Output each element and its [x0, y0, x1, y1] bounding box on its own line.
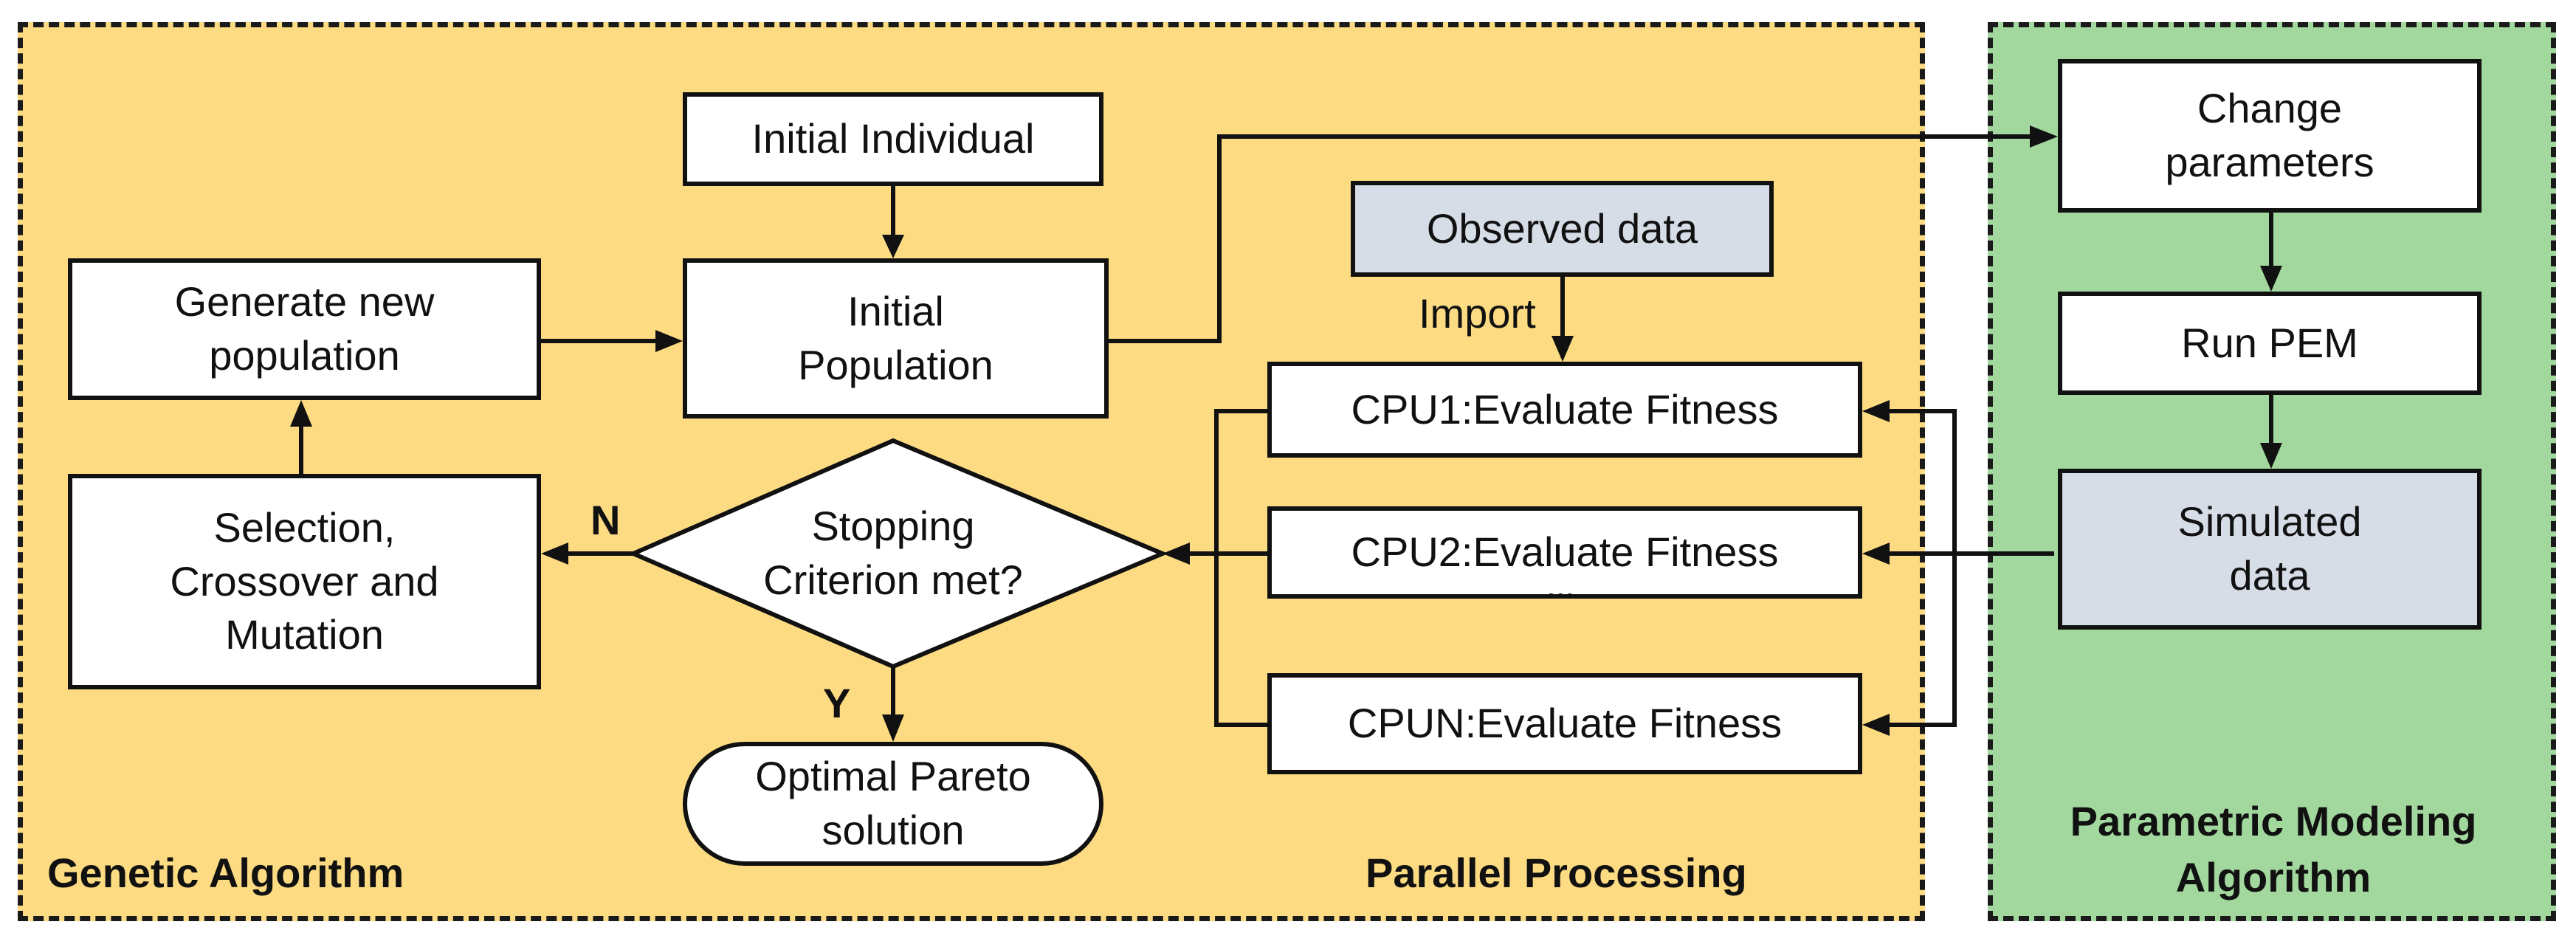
stopping-criterion-diamond [627, 438, 1168, 669]
arrowhead-cpun [1862, 714, 1890, 736]
arrowhead-simulated [2260, 443, 2282, 469]
arrowhead-generate-population [655, 330, 683, 352]
arrowhead-optimal [882, 714, 904, 742]
cpu1-evaluate-fitness-box: CPU1:Evaluate Fitness [1267, 362, 1862, 458]
run-pem-box: Run PEM [2058, 292, 2482, 395]
arrowhead-cpu1 [1862, 400, 1890, 422]
arrowhead-run-pem [2260, 266, 2282, 292]
cpu-ellipsis: ... [1546, 566, 1575, 605]
stopping-criterion-label: Stopping Criterion met? [763, 503, 1023, 603]
parametric-modeling-title: Parametric Modeling Algorithm [2070, 798, 2477, 900]
arrowhead-cpu2 [1862, 543, 1890, 565]
arrowhead-cpu1-import [1552, 336, 1574, 362]
arrowhead-population [882, 235, 904, 258]
yes-branch-label: Y [823, 680, 851, 726]
optimal-pareto-terminal: Optimal Pareto solution [683, 742, 1103, 866]
arrowhead-generate [290, 400, 312, 427]
edge-cpu1-to-collector [1214, 409, 1267, 727]
generate-new-population-box: Generate new population [68, 258, 541, 400]
import-edge-label: Import [1419, 290, 1536, 337]
observed-data-box: Observed data [1351, 181, 1774, 277]
selection-crossover-mutation-box: Selection, Crossover and Mutation [68, 474, 541, 689]
edge-population-to-change-parameters [1109, 134, 2030, 343]
parallel-processing-title: Parallel Processing [1366, 850, 1747, 896]
genetic-algorithm-title: Genetic Algorithm [47, 850, 404, 896]
edge-simulated-to-cpu1 [1890, 409, 1957, 554]
arrowhead-selection [541, 543, 568, 565]
edge-simulated-to-cpun [1890, 554, 1957, 727]
cpu2-evaluate-fitness-box: CPU2:Evaluate Fitness [1267, 506, 1862, 599]
initial-population-box: Initial Population [683, 258, 1109, 419]
no-branch-label: N [590, 497, 621, 543]
cpun-evaluate-fitness-box: CPUN:Evaluate Fitness [1267, 673, 1862, 774]
change-parameters-box: Change parameters [2058, 59, 2482, 213]
arrowhead-change-parameters [2030, 125, 2058, 148]
arrowhead-stopping [1163, 543, 1190, 565]
initial-individual-box: Initial Individual [683, 92, 1103, 186]
simulated-data-box: Simulated data [2058, 469, 2482, 630]
